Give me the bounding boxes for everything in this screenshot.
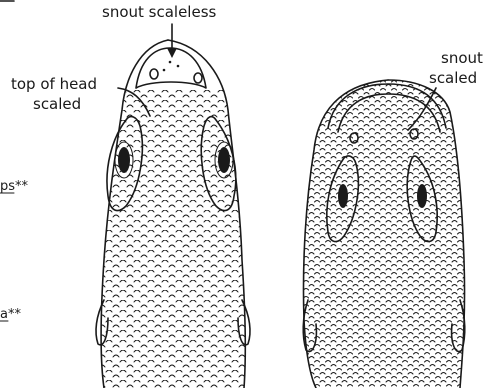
label-top-of-head-line2: scaled	[33, 95, 81, 113]
left-lizard-head	[95, 40, 255, 388]
label-top-of-head-line1: top of head	[11, 75, 97, 93]
left-nostril	[150, 69, 158, 79]
arrowhead-snout-scaleless	[167, 48, 177, 58]
label-snout-scaled-line2: scaled	[429, 69, 477, 87]
right-lizard-head	[300, 80, 470, 388]
right-nostril	[194, 73, 202, 83]
label-snout-scaleless: snout scaleless	[102, 3, 217, 21]
margin-fragment-upper: ps**	[0, 179, 29, 194]
label-snout-scaled-line1: snout	[441, 49, 483, 67]
margin-fragment-lower: a**	[0, 307, 21, 322]
